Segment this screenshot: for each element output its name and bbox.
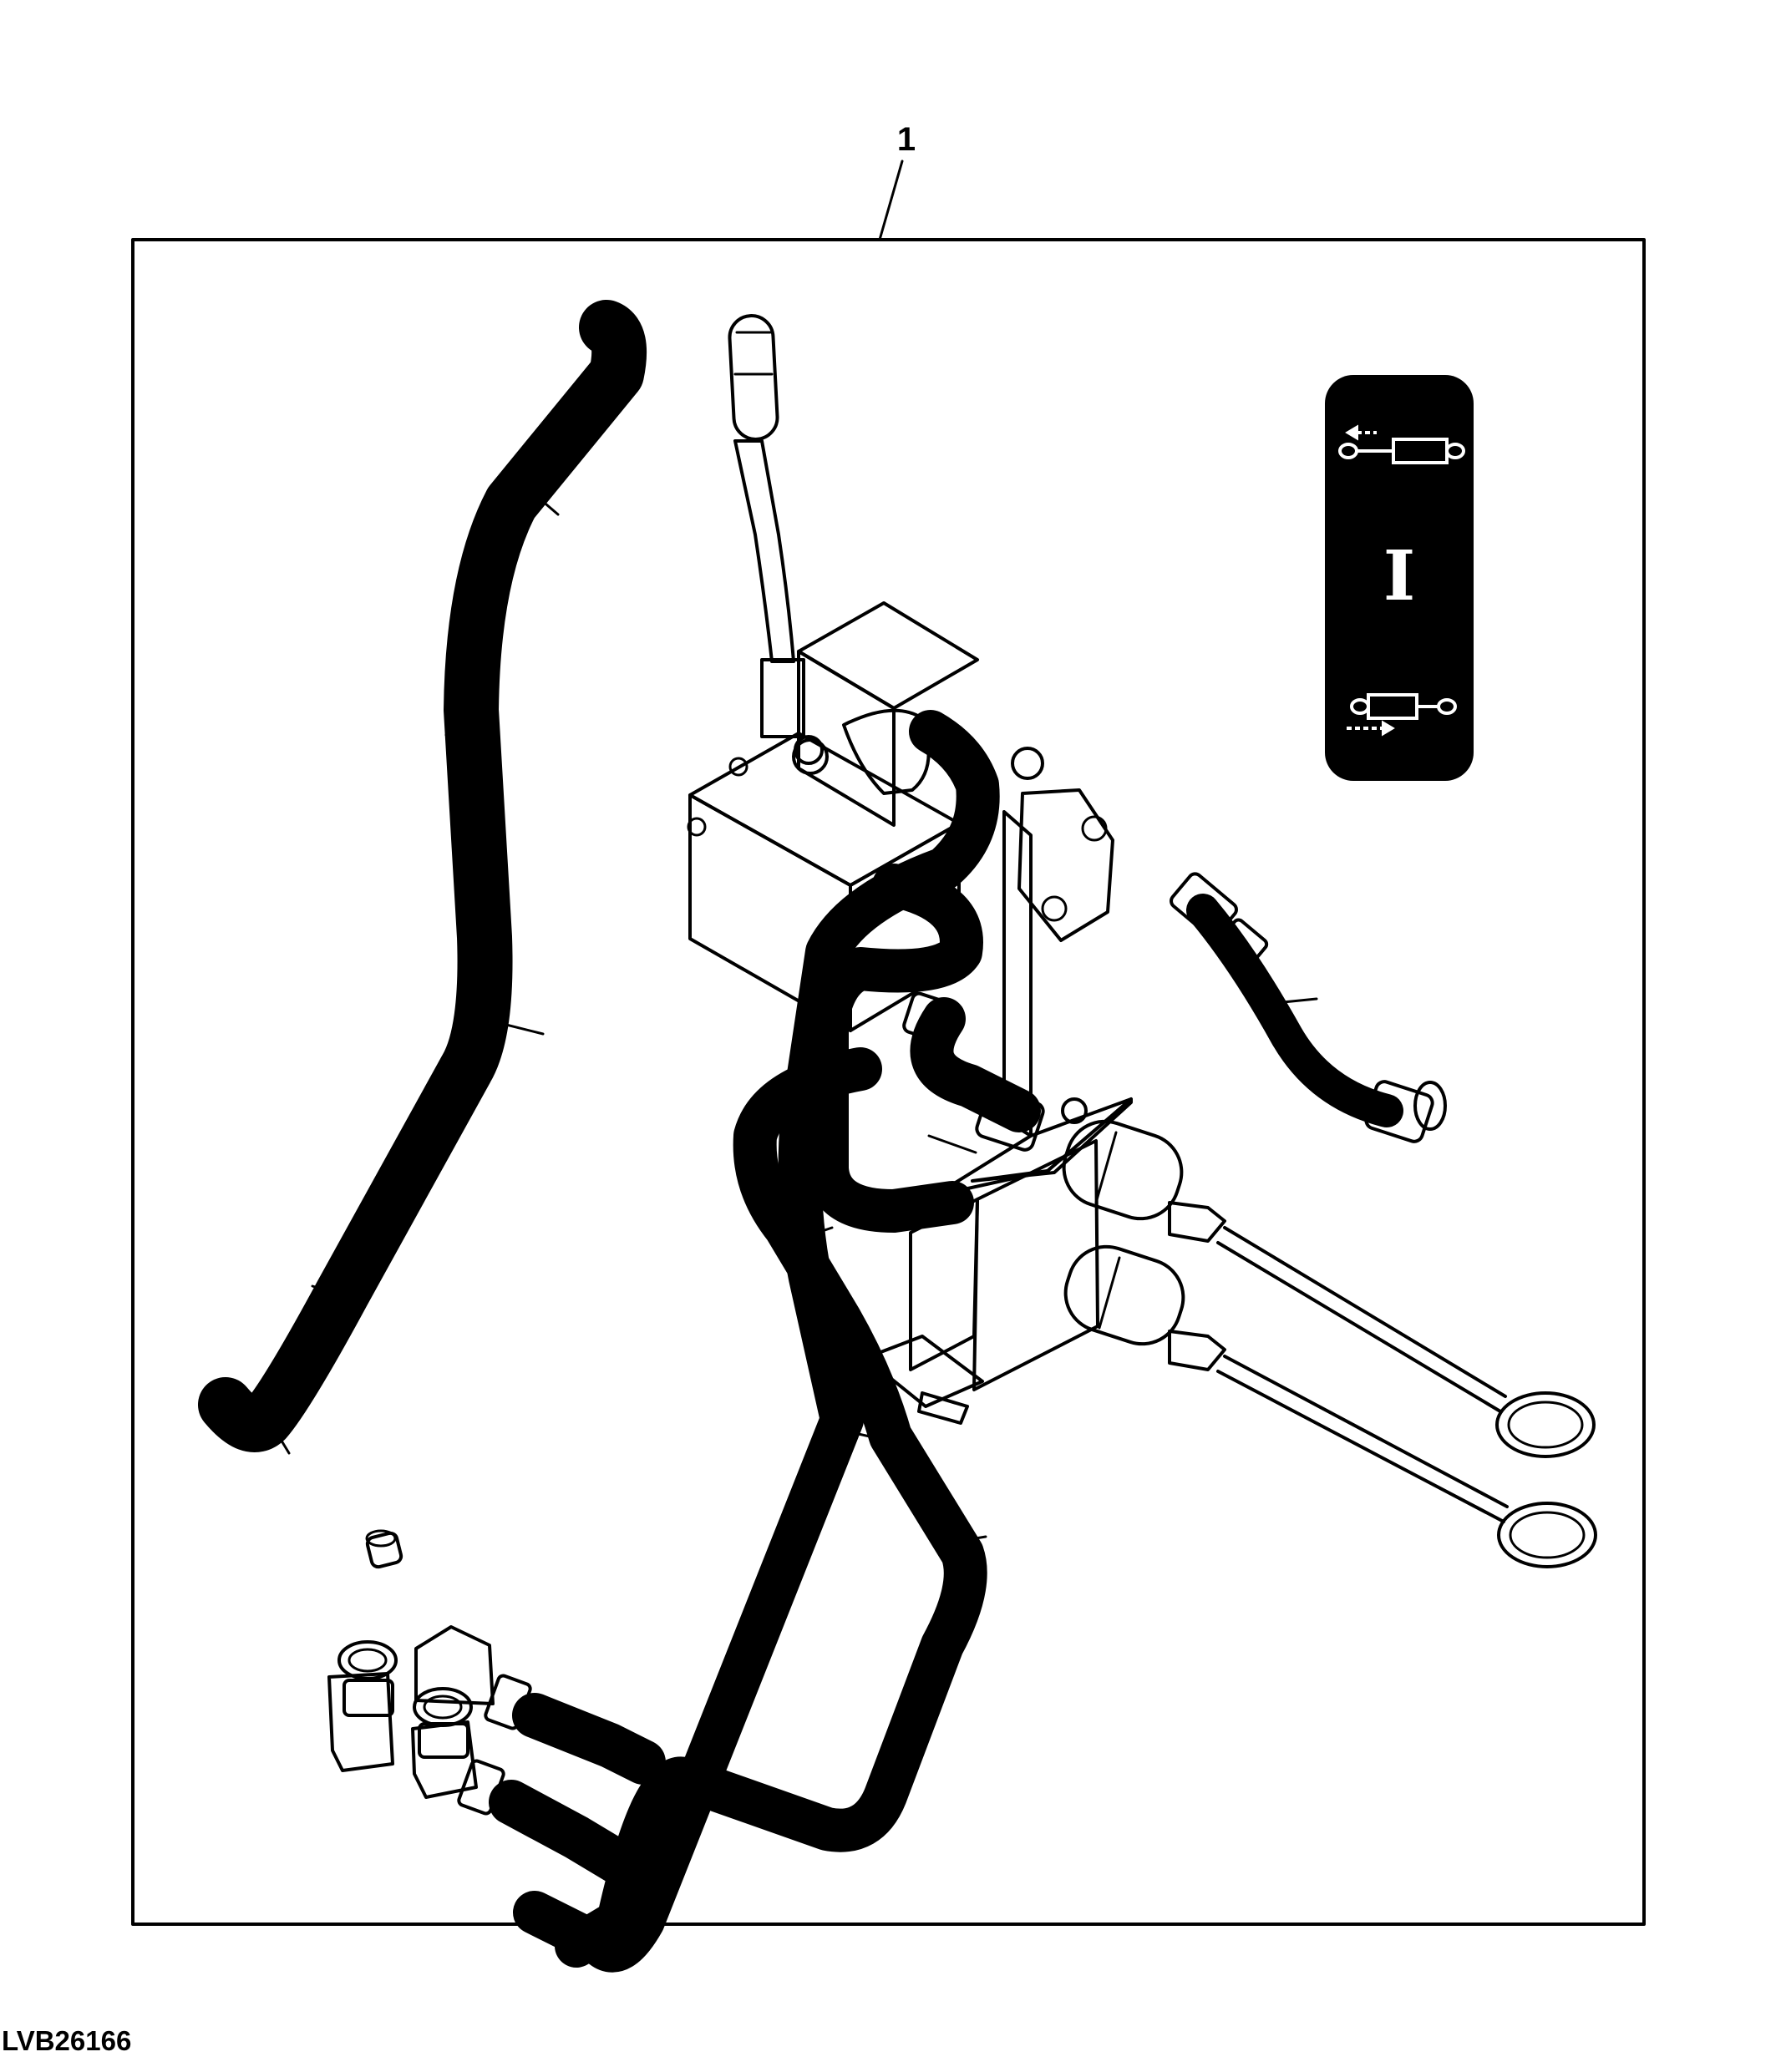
decal-center-symbol: I	[1383, 536, 1415, 616]
callout-leader-line	[878, 160, 904, 241]
return-hose	[198, 300, 647, 1455]
kit-boundary-frame	[131, 238, 1646, 1926]
plug-cap	[365, 1529, 403, 1569]
control-lever	[728, 314, 824, 765]
elbow-fitting-left	[327, 1640, 398, 1772]
quick-coupler-upper	[1062, 1119, 1596, 1458]
short-hose-assembly	[1170, 872, 1447, 1143]
callout-number: 1	[897, 121, 916, 158]
quick-coupler-lower	[1063, 1244, 1597, 1568]
elbow-fitting-right	[411, 1625, 666, 1885]
operating-decal: I	[1325, 375, 1474, 781]
cylinder-retract-icon	[1338, 424, 1465, 464]
cylinder-extend-icon	[1347, 693, 1457, 737]
figure-id: LVB26166	[2, 2025, 131, 2056]
hydraulic-hose-set	[513, 710, 1045, 1973]
